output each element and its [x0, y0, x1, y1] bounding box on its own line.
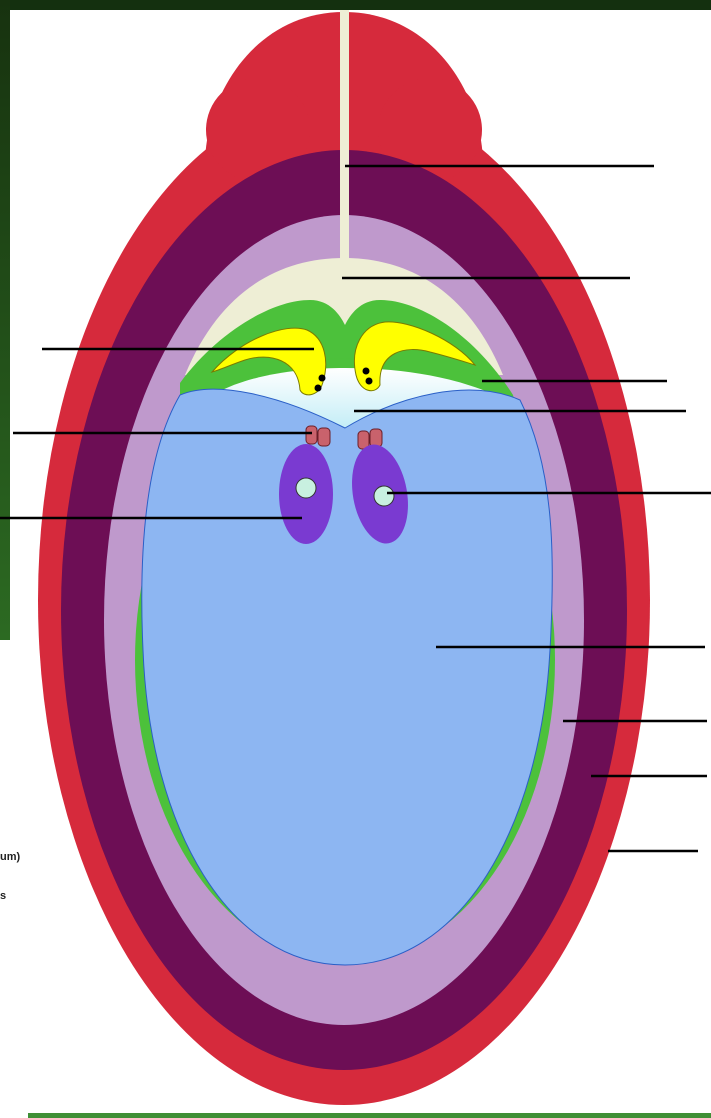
frame-bottom-border [28, 1113, 711, 1118]
cut-off-text: um) [0, 852, 20, 863]
cut-off-text: s [0, 891, 6, 902]
cell-left [279, 444, 333, 544]
micropyle [340, 10, 349, 280]
